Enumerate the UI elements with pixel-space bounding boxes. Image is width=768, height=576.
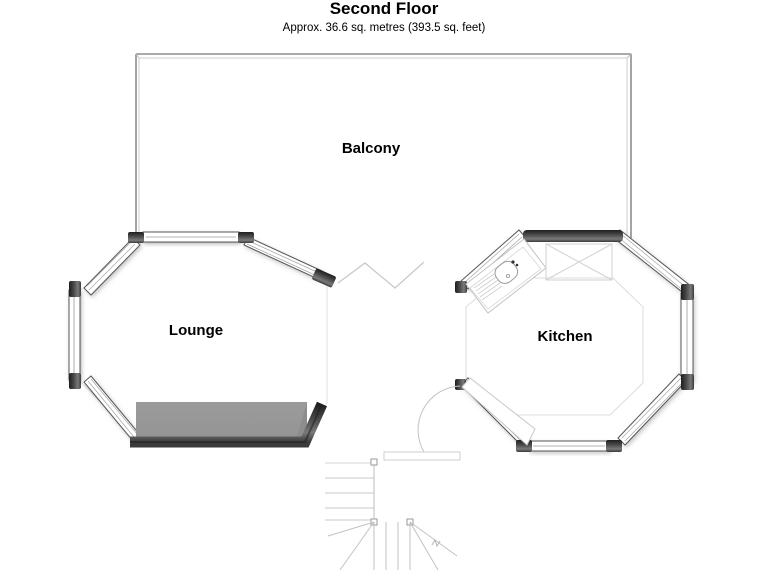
- stairwell: [311, 400, 469, 576]
- staircase-landing-rail: [383, 451, 461, 461]
- lounge-corner-top-right: [238, 232, 254, 243]
- kitchen-drainer-hatching: [473, 273, 503, 301]
- kitchen-sink-basin: [494, 260, 519, 284]
- staircase-winder-steps: [327, 521, 458, 571]
- page-title: Second Floor: [329, 0, 439, 18]
- room-label-kitchen: Kitchen: [537, 328, 592, 345]
- lounge-corner-right-upper: [312, 268, 336, 288]
- kitchen-window-right: [680, 292, 694, 382]
- stairwell-floor: [315, 455, 466, 576]
- lounge-corner-mid-left-lower: [69, 373, 81, 389]
- title-block: Second Floor Approx. 36.6 sq. metres (39…: [0, 0, 768, 35]
- kitchen-corner-right-upper: [681, 284, 694, 300]
- lounge-corner-mid-left-upper: [69, 281, 81, 297]
- lounge-room: Lounge: [68, 231, 336, 448]
- zigzag-break-symbol: [337, 261, 425, 289]
- kitchen-corner-upper-left: [455, 281, 467, 293]
- kitchen-wall-segments: [455, 230, 694, 452]
- kitchen-inner-outline: [465, 277, 644, 416]
- lounge-wall-segments: [69, 232, 336, 389]
- lounge-furniture-block: [136, 402, 307, 440]
- stairwell-walls: [311, 400, 469, 576]
- lounge-corner-top-left: [128, 232, 144, 243]
- kitchen-window-bottom: [528, 440, 610, 452]
- room-label-lounge: Lounge: [169, 322, 223, 339]
- page-subtitle: Approx. 36.6 sq. metres (393.5 sq. feet): [282, 22, 486, 34]
- kitchen-door-swing: [417, 377, 536, 453]
- lounge-window-upper-left: [83, 237, 141, 296]
- kitchen-appliance-crossed-box: [545, 243, 613, 281]
- lounge-window-top: [142, 231, 240, 243]
- balcony-walls: [135, 53, 632, 240]
- kitchen-corner-bottom-right: [606, 440, 622, 452]
- room-label-balcony: Balcony: [342, 140, 401, 157]
- kitchen-room: Kitchen: [417, 229, 694, 453]
- staircase-treads: [325, 462, 374, 521]
- lounge-window-left: [68, 289, 81, 381]
- kitchen-corner-right-lower: [681, 374, 694, 390]
- kitchen-wall-top: [523, 230, 623, 242]
- balcony-room: Balcony: [135, 53, 632, 240]
- lounge-floor: [77, 240, 332, 448]
